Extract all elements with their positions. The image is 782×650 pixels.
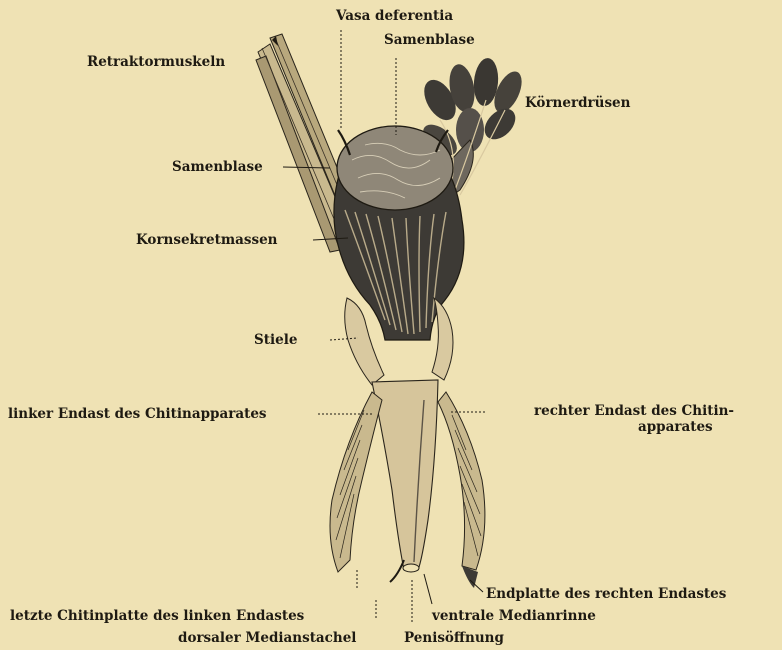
samenblase-drawing	[337, 126, 453, 210]
label-letzte-chitinplatte: letzte Chitinplatte des linken Endastes	[10, 608, 304, 624]
label-samenblase-top: Samenblase	[384, 32, 475, 48]
label-ventrale-medianrinne: ventrale Medianrinne	[432, 608, 596, 624]
label-retraktormuskeln: Retraktormuskeln	[87, 54, 225, 70]
label-stiele: Stiele	[254, 332, 297, 348]
rechter-endast-drawing	[438, 392, 485, 588]
label-vasa-deferentia: Vasa deferentia	[336, 8, 453, 24]
label-rechter-endast-line2: apparates	[638, 419, 713, 435]
penis-shaft-drawing	[372, 380, 438, 570]
label-kornsekretmassen: Kornsekretmassen	[136, 232, 278, 248]
label-dorsaler-medianstachel: dorsaler Medianstachel	[178, 630, 356, 646]
label-koernerdruesen: Körnerdrüsen	[525, 95, 630, 111]
label-rechter-endast-line1: rechter Endast des Chitin-	[534, 403, 734, 419]
linker-endast-drawing	[330, 392, 382, 572]
penisoeffnung-drawing	[403, 564, 419, 572]
label-samenblase-left: Samenblase	[172, 159, 263, 175]
label-penisoeffnung: Penisöffnung	[404, 630, 504, 646]
label-endplatte: Endplatte des rechten Endastes	[486, 586, 726, 602]
label-linker-endast: linker Endast des Chitinapparates	[8, 406, 267, 422]
dorsaler-medianstachel-drawing	[390, 560, 404, 582]
